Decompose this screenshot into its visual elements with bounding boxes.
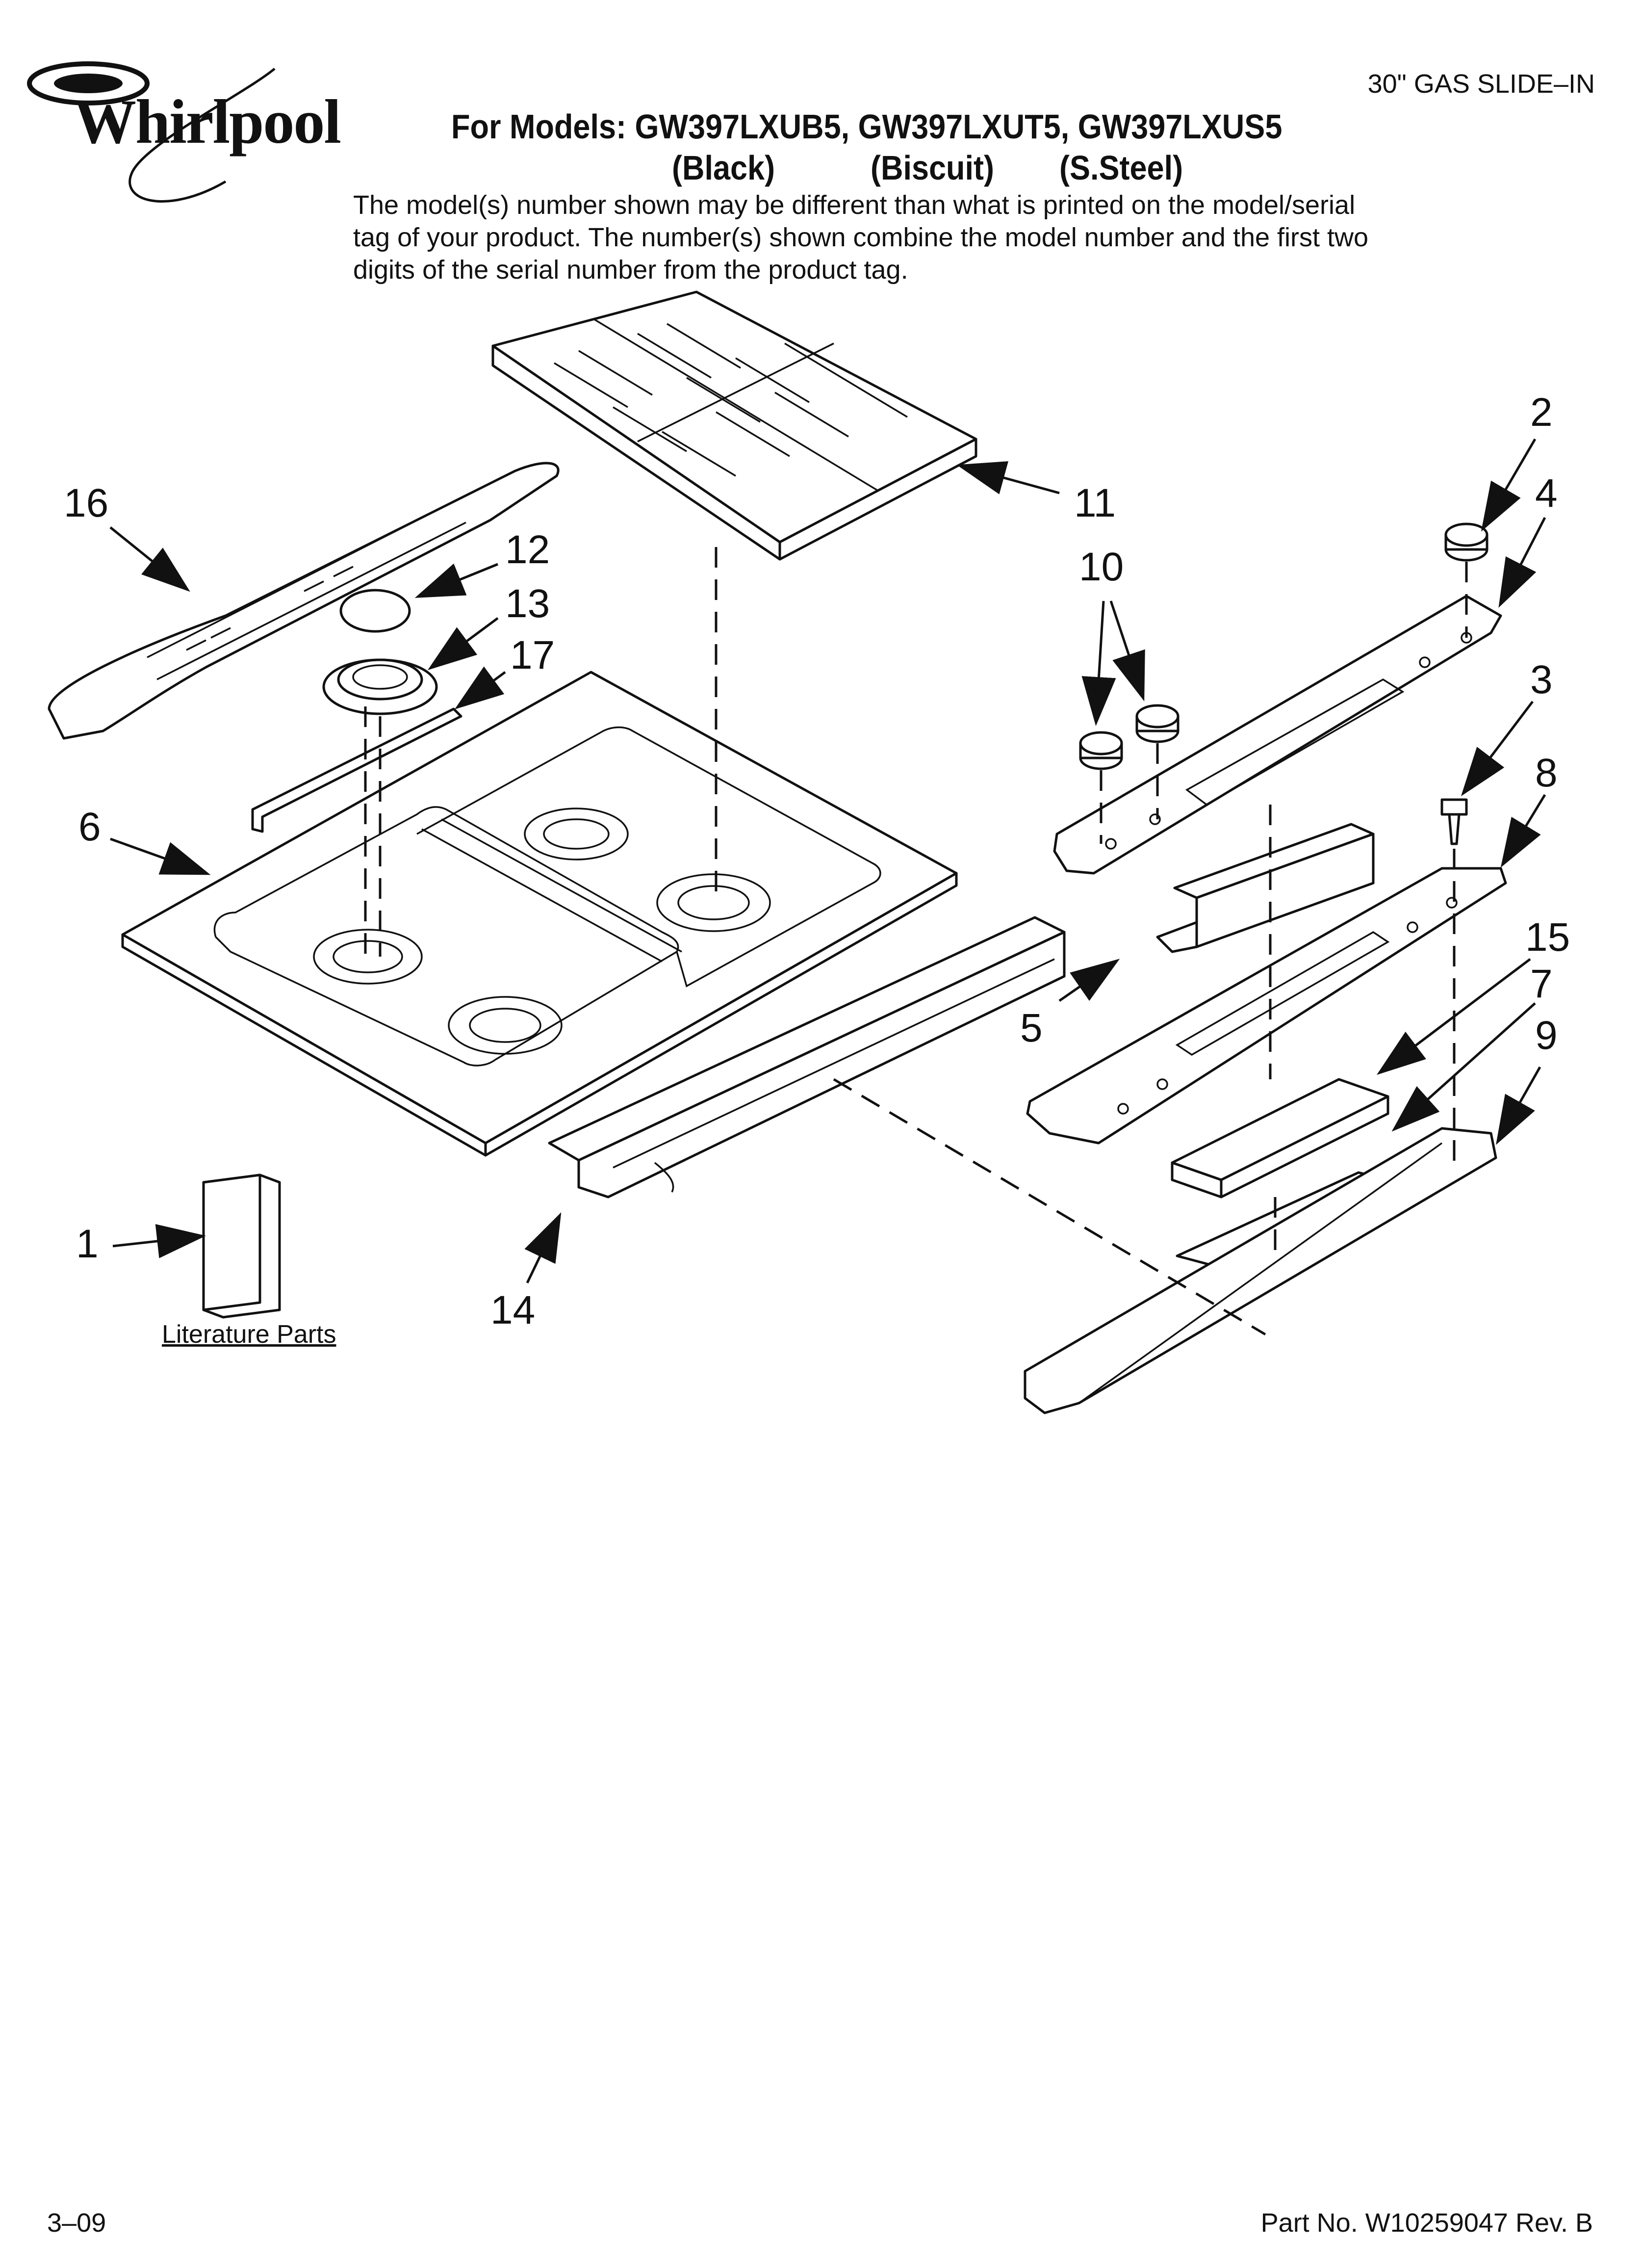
product-category: 30" GAS SLIDE–IN <box>1367 69 1595 99</box>
callout-10: 10 <box>1079 545 1124 589</box>
lower-trim <box>1024 1127 1497 1414</box>
control-housing <box>1026 867 1507 1145</box>
burner-base <box>322 658 438 715</box>
literature-booklet <box>202 1173 281 1319</box>
manifold-panel <box>548 916 1066 1199</box>
control-panel <box>1053 595 1502 875</box>
callout-17: 17 <box>510 633 555 678</box>
callout-4: 4 <box>1535 471 1558 516</box>
callout-7: 7 <box>1530 962 1553 1006</box>
models-line: For Models: GW397LXUB5, GW397LXUT5, GW39… <box>451 107 1283 146</box>
callout-3: 3 <box>1530 657 1553 702</box>
callout-8: 8 <box>1535 751 1558 795</box>
callout-9: 9 <box>1535 1013 1558 1058</box>
part-number: Part No. W10259047 Rev. B <box>1260 2208 1593 2238</box>
burner-cap <box>339 589 411 633</box>
literature-parts-label: Literature Parts <box>162 1320 336 1349</box>
variant-steel: (S.Steel) <box>1059 149 1183 187</box>
cooktop <box>121 671 958 1157</box>
screw <box>1440 798 1468 845</box>
leader-lines <box>109 438 1546 1284</box>
callout-5: 5 <box>1020 1006 1043 1050</box>
variant-biscuit: (Biscuit) <box>871 149 994 187</box>
callout-1: 1 <box>76 1222 99 1266</box>
rear-vent-trim <box>48 462 560 740</box>
burner-grate <box>491 290 977 561</box>
callout-13: 13 <box>505 581 550 626</box>
callout-2: 2 <box>1530 390 1553 435</box>
align-manifold <box>833 1078 1266 1336</box>
whirlpool-logo <box>27 61 276 203</box>
variant-black: (Black) <box>672 149 775 187</box>
callout-12: 12 <box>505 527 550 572</box>
electronic-control <box>1171 1078 1389 1199</box>
callout-14: 14 <box>490 1288 536 1332</box>
knob-2 <box>1444 522 1488 562</box>
brand-name: Whirlpool <box>74 87 341 156</box>
revision-date: 3–09 <box>47 2208 106 2238</box>
callout-15: 15 <box>1525 915 1570 960</box>
cooktop-bracket <box>251 707 462 833</box>
callout-11: 11 <box>1074 481 1116 525</box>
callout-6: 6 <box>78 805 101 849</box>
model-notice: The model(s) number shown may be differe… <box>353 190 1369 285</box>
control-board <box>1156 823 1375 953</box>
knobs-10 <box>1079 704 1180 770</box>
callout-16: 16 <box>64 481 109 525</box>
